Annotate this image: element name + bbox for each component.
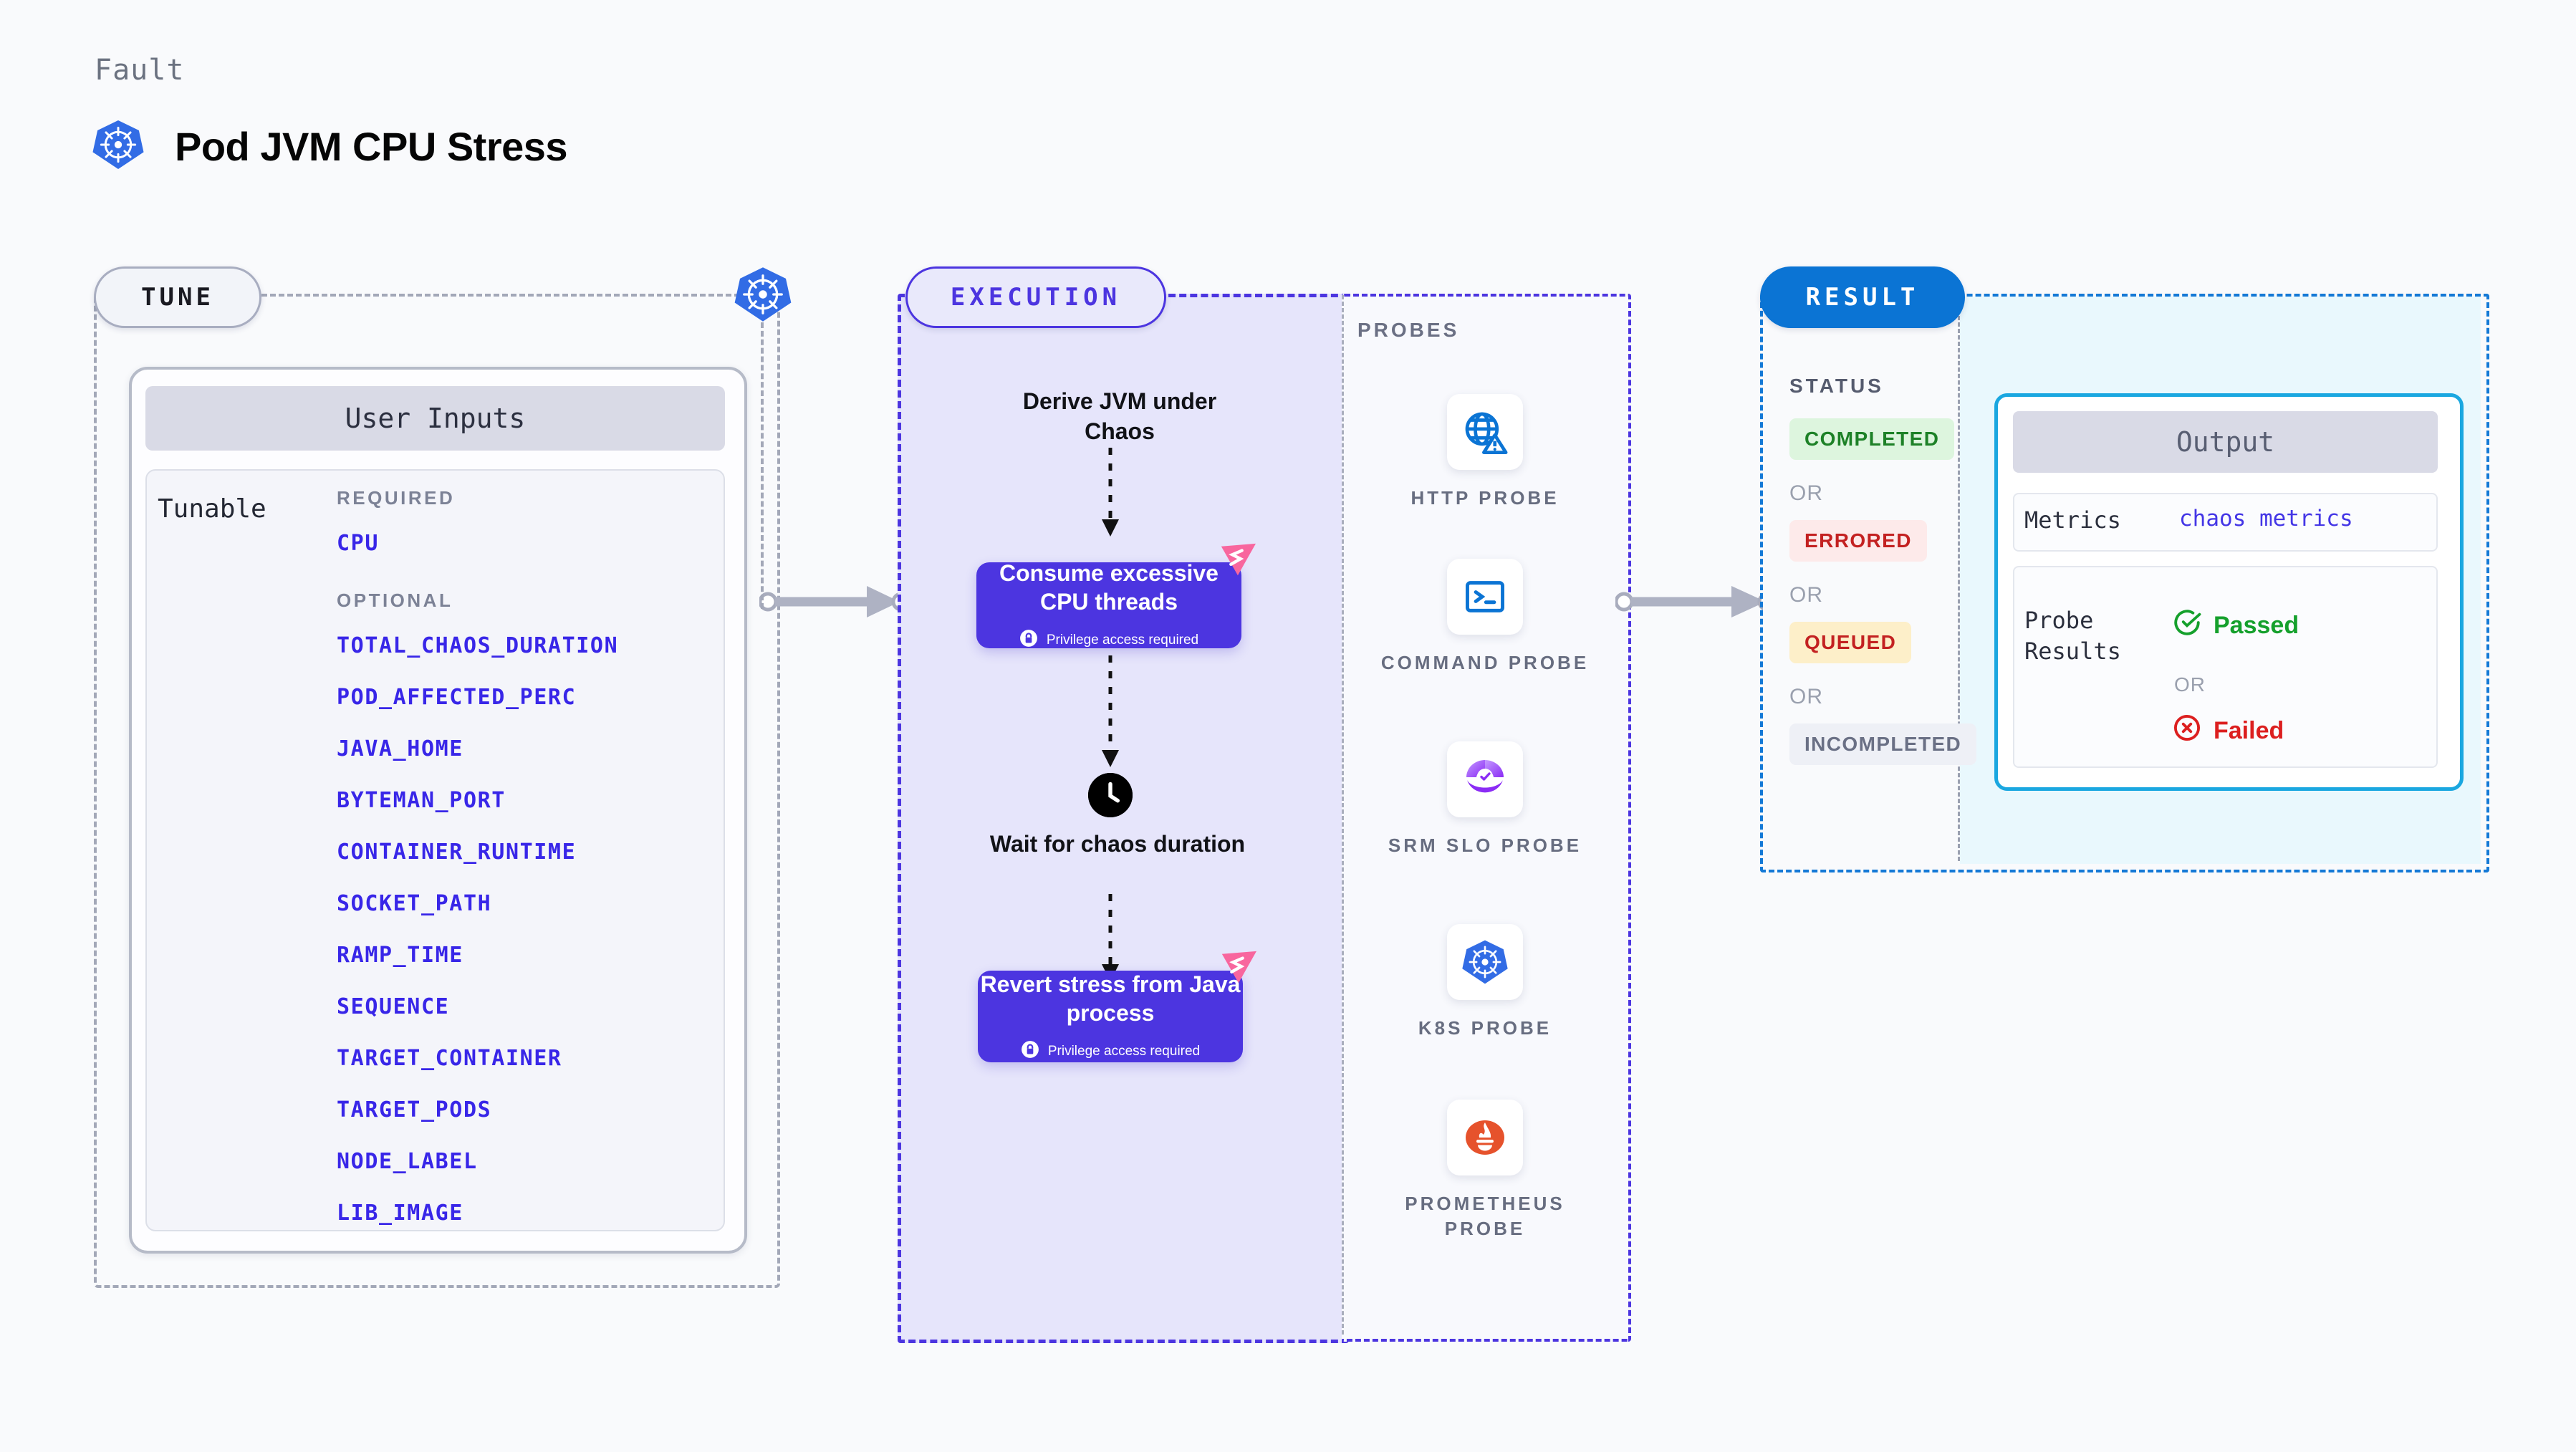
litmus-flag-icon: [1221, 543, 1256, 576]
kubernetes-icon: [734, 265, 792, 324]
action-label: Revert stress from Java process: [980, 971, 1241, 1026]
probe-label: COMMAND PROBE: [1380, 652, 1590, 673]
arrow-derive-to-consume: [1102, 448, 1119, 537]
check-circle-icon: [2172, 607, 2202, 644]
probes-divider: [1342, 295, 1344, 1335]
param-byteman-port[interactable]: BYTEMAN_PORT: [337, 788, 506, 813]
privilege-text: Privilege access required: [1046, 633, 1199, 648]
page-title-row: Pod JVM CPU Stress: [92, 118, 568, 175]
privilege-note: Privilege access required: [1019, 629, 1198, 652]
param-node-label[interactable]: NODE_LABEL: [337, 1149, 478, 1174]
parameter-list: REQUIRED CPU OPTIONAL TOTAL_CHAOS_DURATI…: [337, 487, 709, 1252]
probe-results-label: Probe Results: [2024, 607, 2121, 665]
metrics-label: Metrics: [2024, 506, 2121, 534]
user-inputs-title: User Inputs: [145, 386, 725, 451]
execution-step-wait: Wait for chaos duration: [989, 831, 1246, 857]
connector-tune-to-execution: [759, 586, 910, 617]
probe-results-row: [2013, 566, 2438, 768]
failed-label: Failed: [2214, 717, 2284, 744]
status-badge-completed: COMPLETED: [1789, 418, 1955, 460]
or-label-probe: OR: [2174, 673, 2206, 696]
tune-panel: [94, 294, 780, 1288]
execution-action-revert[interactable]: Revert stress from Java process Privileg…: [978, 971, 1243, 1062]
probe-srm-slo[interactable]: SRM SLO PROBE: [1363, 741, 1607, 858]
page-eyebrow: Fault: [95, 54, 185, 87]
output-title: Output: [2013, 411, 2438, 473]
arrow-consume-to-wait: [1102, 655, 1119, 767]
lock-icon: [1021, 1040, 1039, 1063]
execution-action-consume[interactable]: Consume excessive CPU threads Privilege …: [976, 560, 1241, 648]
param-java-home[interactable]: JAVA_HOME: [337, 736, 463, 761]
result-status-column: [1763, 297, 1960, 864]
required-section-label: REQUIRED: [337, 487, 456, 509]
param-lib-image[interactable]: LIB_IMAGE: [337, 1201, 463, 1226]
param-total-chaos-duration[interactable]: TOTAL_CHAOS_DURATION: [337, 633, 619, 658]
prometheus-icon: [1447, 1100, 1523, 1175]
status-badge-incompleted: INCOMPLETED: [1789, 723, 1977, 765]
or-label-2: OR: [1789, 583, 1823, 607]
metrics-row: [2013, 493, 2438, 552]
privilege-text: Privilege access required: [1047, 1044, 1201, 1059]
param-cpu[interactable]: CPU: [337, 531, 379, 556]
passed-label: Passed: [2214, 612, 2299, 639]
probe-result-passed: Passed: [2172, 607, 2299, 644]
result-divider: [1958, 309, 1960, 861]
probe-label: K8S PROBE: [1418, 1017, 1552, 1039]
x-circle-icon: [2172, 713, 2202, 749]
lock-icon: [1019, 629, 1038, 652]
or-label-1: OR: [1789, 481, 1823, 505]
result-chip[interactable]: RESULT: [1760, 266, 1965, 328]
param-sequence[interactable]: SEQUENCE: [337, 994, 450, 1019]
probe-http[interactable]: HTTP PROBE: [1363, 394, 1607, 511]
connector-execution-to-result: [1615, 586, 1777, 617]
status-badge-errored: ERRORED: [1789, 520, 1927, 562]
tune-chip[interactable]: TUNE: [94, 266, 261, 328]
globe-warning-icon: [1447, 394, 1523, 470]
probe-prometheus[interactable]: PROMETHEUS PROBE: [1363, 1100, 1607, 1241]
param-socket-path[interactable]: SOCKET_PATH: [337, 891, 492, 916]
probes-title: PROBES: [1357, 319, 1460, 341]
action-label: Consume excessive CPU threads: [999, 560, 1219, 615]
tunable-label: Tunable: [158, 494, 266, 524]
probe-k8s[interactable]: K8S PROBE: [1363, 924, 1607, 1041]
probe-label: PROMETHEUS PROBE: [1405, 1193, 1565, 1240]
or-label-3: OR: [1789, 685, 1823, 708]
tune-badge-connector: [761, 322, 764, 609]
param-ramp-time[interactable]: RAMP_TIME: [337, 943, 463, 968]
page-title: Pod JVM CPU Stress: [175, 124, 568, 169]
tunable-body: [145, 469, 725, 1231]
kubernetes-icon: [1447, 924, 1523, 1000]
param-pod-affected-perc[interactable]: POD_AFFECTED_PERC: [337, 685, 577, 710]
kubernetes-icon: [92, 118, 145, 175]
metrics-value[interactable]: chaos metrics: [2179, 506, 2353, 532]
probe-label: HTTP PROBE: [1410, 487, 1559, 509]
litmus-flag-icon: [1221, 951, 1256, 984]
param-target-pods[interactable]: TARGET_PODS: [337, 1097, 492, 1122]
optional-section-label: OPTIONAL: [337, 590, 453, 611]
param-container-runtime[interactable]: CONTAINER_RUNTIME: [337, 840, 577, 865]
status-title: STATUS: [1789, 375, 1884, 397]
probe-result-failed: Failed: [2172, 713, 2284, 749]
status-badge-queued: QUEUED: [1789, 622, 1912, 663]
execution-step-derive: Derive JVM under Chaos: [1022, 388, 1217, 444]
result-panel: [1760, 294, 2489, 872]
privilege-note: Privilege access required: [1021, 1040, 1200, 1063]
terminal-icon: [1447, 559, 1523, 635]
param-target-container[interactable]: TARGET_CONTAINER: [337, 1046, 562, 1071]
srm-slo-icon: [1447, 741, 1523, 817]
execution-chip[interactable]: EXECUTION: [905, 266, 1166, 328]
execution-panel: [898, 294, 1349, 1343]
probe-command[interactable]: COMMAND PROBE: [1363, 559, 1607, 675]
clock-icon: [1088, 773, 1133, 817]
probe-label: SRM SLO PROBE: [1388, 835, 1582, 856]
